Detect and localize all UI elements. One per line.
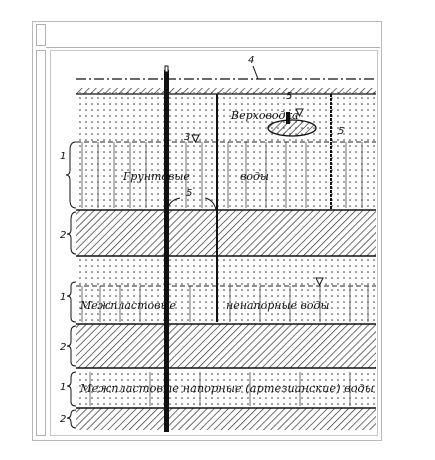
callout-2-mid: 2	[60, 342, 66, 353]
diagram-border	[50, 50, 378, 436]
label-perched-water: Верховодка	[230, 109, 299, 122]
stratum-sand-top	[76, 92, 376, 210]
stratum-sand-bottom	[76, 368, 376, 408]
stratum-sand-mid	[76, 256, 376, 324]
callout-1-mid: 1	[60, 292, 66, 303]
perched-water-lens	[267, 119, 317, 137]
stratum-clay-mid	[76, 324, 376, 368]
frame-side-bar	[36, 50, 46, 436]
frame-corner-box	[36, 24, 46, 46]
label-groundwater-1: Грунтовые	[122, 170, 190, 183]
callout-4: 4	[248, 55, 254, 66]
strata	[76, 92, 376, 430]
callout-5-top: 5	[286, 91, 292, 102]
callout-1-bottom: 1	[60, 382, 66, 393]
callout-2-bottom: 2	[60, 414, 66, 425]
level-arrow-groundwater	[191, 134, 200, 144]
level-arrow-interstratal	[315, 277, 324, 287]
level-arrow-perched	[295, 108, 304, 118]
callout-3: 3	[184, 132, 190, 143]
callout-1-top: 1	[60, 151, 66, 162]
ground-surface	[76, 88, 376, 94]
callout-2-top: 2	[60, 230, 66, 241]
stratum-clay-top	[76, 210, 376, 256]
callout-5-mid: 5	[186, 188, 192, 199]
well-deep	[164, 70, 169, 432]
label-groundwater-2: воды	[240, 170, 269, 183]
braces	[65, 141, 77, 429]
label-nonpressure: ненапорные воды	[226, 299, 330, 312]
stratum-clay-bottom	[76, 408, 376, 430]
label-interstratal: Межпластовые	[79, 299, 176, 312]
frame-top-line	[46, 47, 380, 48]
label-artesian: Межпластовые напорные (артезианские) вод…	[79, 382, 374, 395]
callout-5-right: 5	[338, 126, 344, 137]
groundwater-lines	[81, 142, 363, 208]
